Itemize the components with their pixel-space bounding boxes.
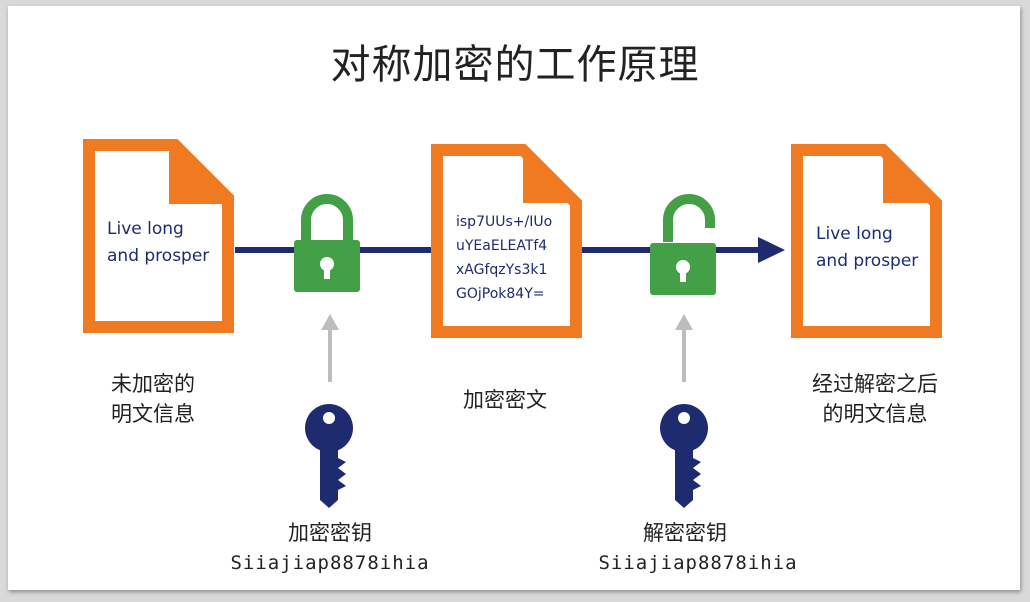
decrypt-key-icon (660, 404, 708, 508)
flow-arrowhead (758, 237, 785, 263)
encrypt-key-icon (305, 404, 353, 508)
decrypted-document-text: Live long and prosper (816, 224, 919, 271)
ciphertext-document-text: isp7UUs+/IUo uYEaELEATf4 xAGfqzYs3k1 GOj… (456, 214, 553, 302)
ciphertext-caption: 加密密文 (463, 388, 547, 412)
decrypt-key-arrow (675, 314, 693, 382)
closed-lock-icon (294, 194, 360, 292)
plaintext-document-text: Live long and prosper (107, 219, 210, 266)
decrypted-caption: 经过解密之后 的明文信息 (812, 372, 938, 426)
encrypt-key-label: 加密密钥 (288, 521, 372, 545)
decrypted-document-icon (791, 144, 942, 338)
open-lock-icon (650, 194, 716, 295)
plaintext-caption: 未加密的 明文信息 (111, 372, 195, 426)
encrypt-key-arrow (321, 314, 339, 382)
decrypt-key-label: 解密密钥 (643, 521, 727, 545)
plaintext-document-icon (83, 139, 234, 333)
decrypt-key-code: Siiajiap8878ihia (598, 552, 798, 574)
ciphertext-document-icon (431, 144, 582, 338)
encrypt-key-code: Siiajiap8878ihia (230, 552, 430, 574)
diagram-title: 对称加密的工作原理 (330, 42, 700, 88)
